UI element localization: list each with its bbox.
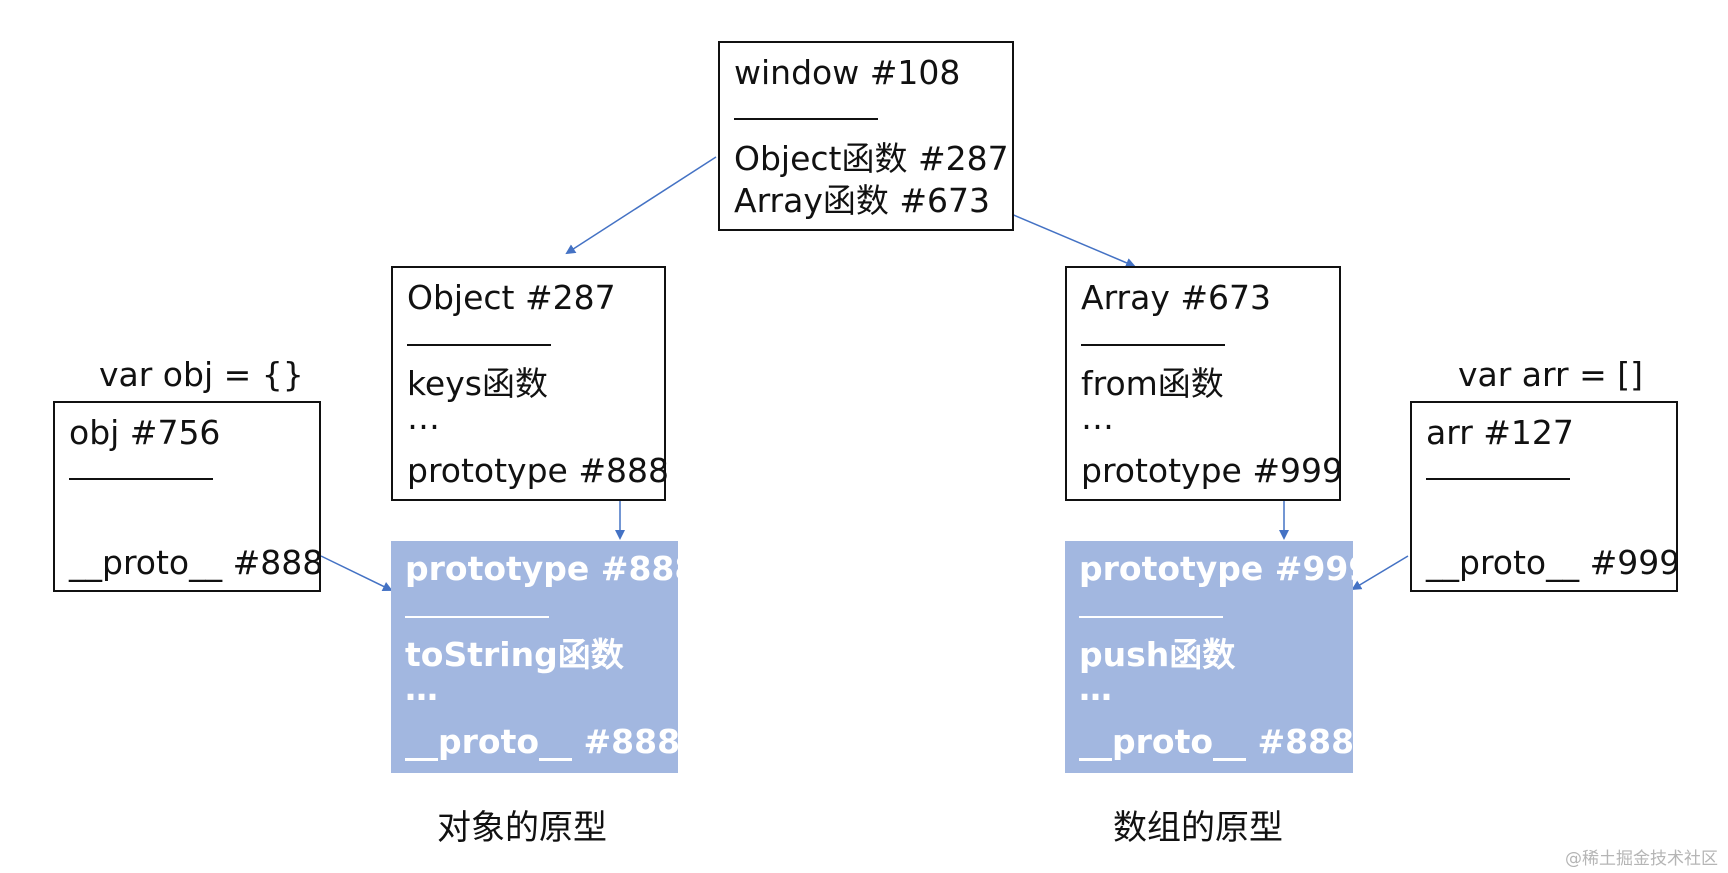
window-separator	[734, 118, 878, 120]
arr-box: arr #127 __proto__ #999	[1410, 401, 1681, 592]
array-title: Array #673	[1081, 278, 1272, 317]
object-prototype-method: toString函数	[405, 635, 624, 674]
array-prototype-ellipsis: …	[1079, 669, 1112, 708]
obj-box: obj #756 __proto__ #888	[53, 401, 324, 592]
window-title: window #108	[734, 53, 961, 92]
array-prototype-title: prototype #999	[1079, 549, 1372, 588]
object-box: Object #287 keys函数 … prototype #888	[391, 266, 669, 501]
array-prototype-caption: 数组的原型	[1113, 808, 1283, 848]
window-object-fn: Object函数 #287	[734, 139, 1009, 178]
obj-title: obj #756	[69, 413, 221, 452]
obj-proto: __proto__ #888	[69, 543, 324, 582]
watermark: @稀土掘金技术社区	[1565, 849, 1718, 869]
object-prototype-title: prototype #888	[405, 549, 698, 588]
arr-title: arr #127	[1426, 413, 1574, 452]
array-prototype-box: prototype #999 push函数 … __proto__ #888	[1065, 541, 1371, 773]
arrow-window-to-object	[565, 156, 717, 255]
arrow-arr-to-prototype	[1351, 555, 1409, 591]
object-prototype: prototype #888	[407, 451, 669, 490]
object-title: Object #287	[407, 278, 616, 317]
object-keys-fn: keys函数	[407, 364, 548, 403]
obj-separator	[69, 478, 213, 480]
obj-declaration: var obj = {}	[99, 355, 304, 394]
array-prototype: prototype #999	[1081, 451, 1343, 490]
arr-declaration: var arr = []	[1458, 355, 1643, 394]
array-ellipsis: …	[1081, 398, 1114, 437]
arrow-window-to-array	[989, 204, 1136, 268]
object-ellipsis: …	[407, 398, 440, 437]
object-prototype-box: prototype #888 toString函数 … __proto__ #8…	[391, 541, 697, 773]
object-prototype-separator	[405, 616, 549, 618]
object-prototype-caption: 对象的原型	[437, 808, 607, 848]
window-array-fn: Array函数 #673	[734, 181, 991, 220]
object-prototype-ellipsis: …	[405, 669, 438, 708]
array-prototype-method: push函数	[1079, 635, 1236, 674]
arr-proto: __proto__ #999	[1426, 543, 1681, 582]
array-separator	[1081, 344, 1225, 346]
array-box: Array #673 from函数 … prototype #999	[1065, 266, 1343, 501]
object-separator	[407, 344, 551, 346]
window-box: window #108 Object函数 #287 Array函数 #673	[718, 41, 1014, 231]
object-prototype-proto: __proto__ #888	[405, 722, 681, 761]
arrow-obj-to-prototype	[320, 555, 393, 592]
arr-separator	[1426, 478, 1570, 480]
array-prototype-proto: __proto__ #888	[1079, 722, 1355, 761]
array-from-fn: from函数	[1081, 364, 1224, 403]
array-prototype-separator	[1079, 616, 1223, 618]
